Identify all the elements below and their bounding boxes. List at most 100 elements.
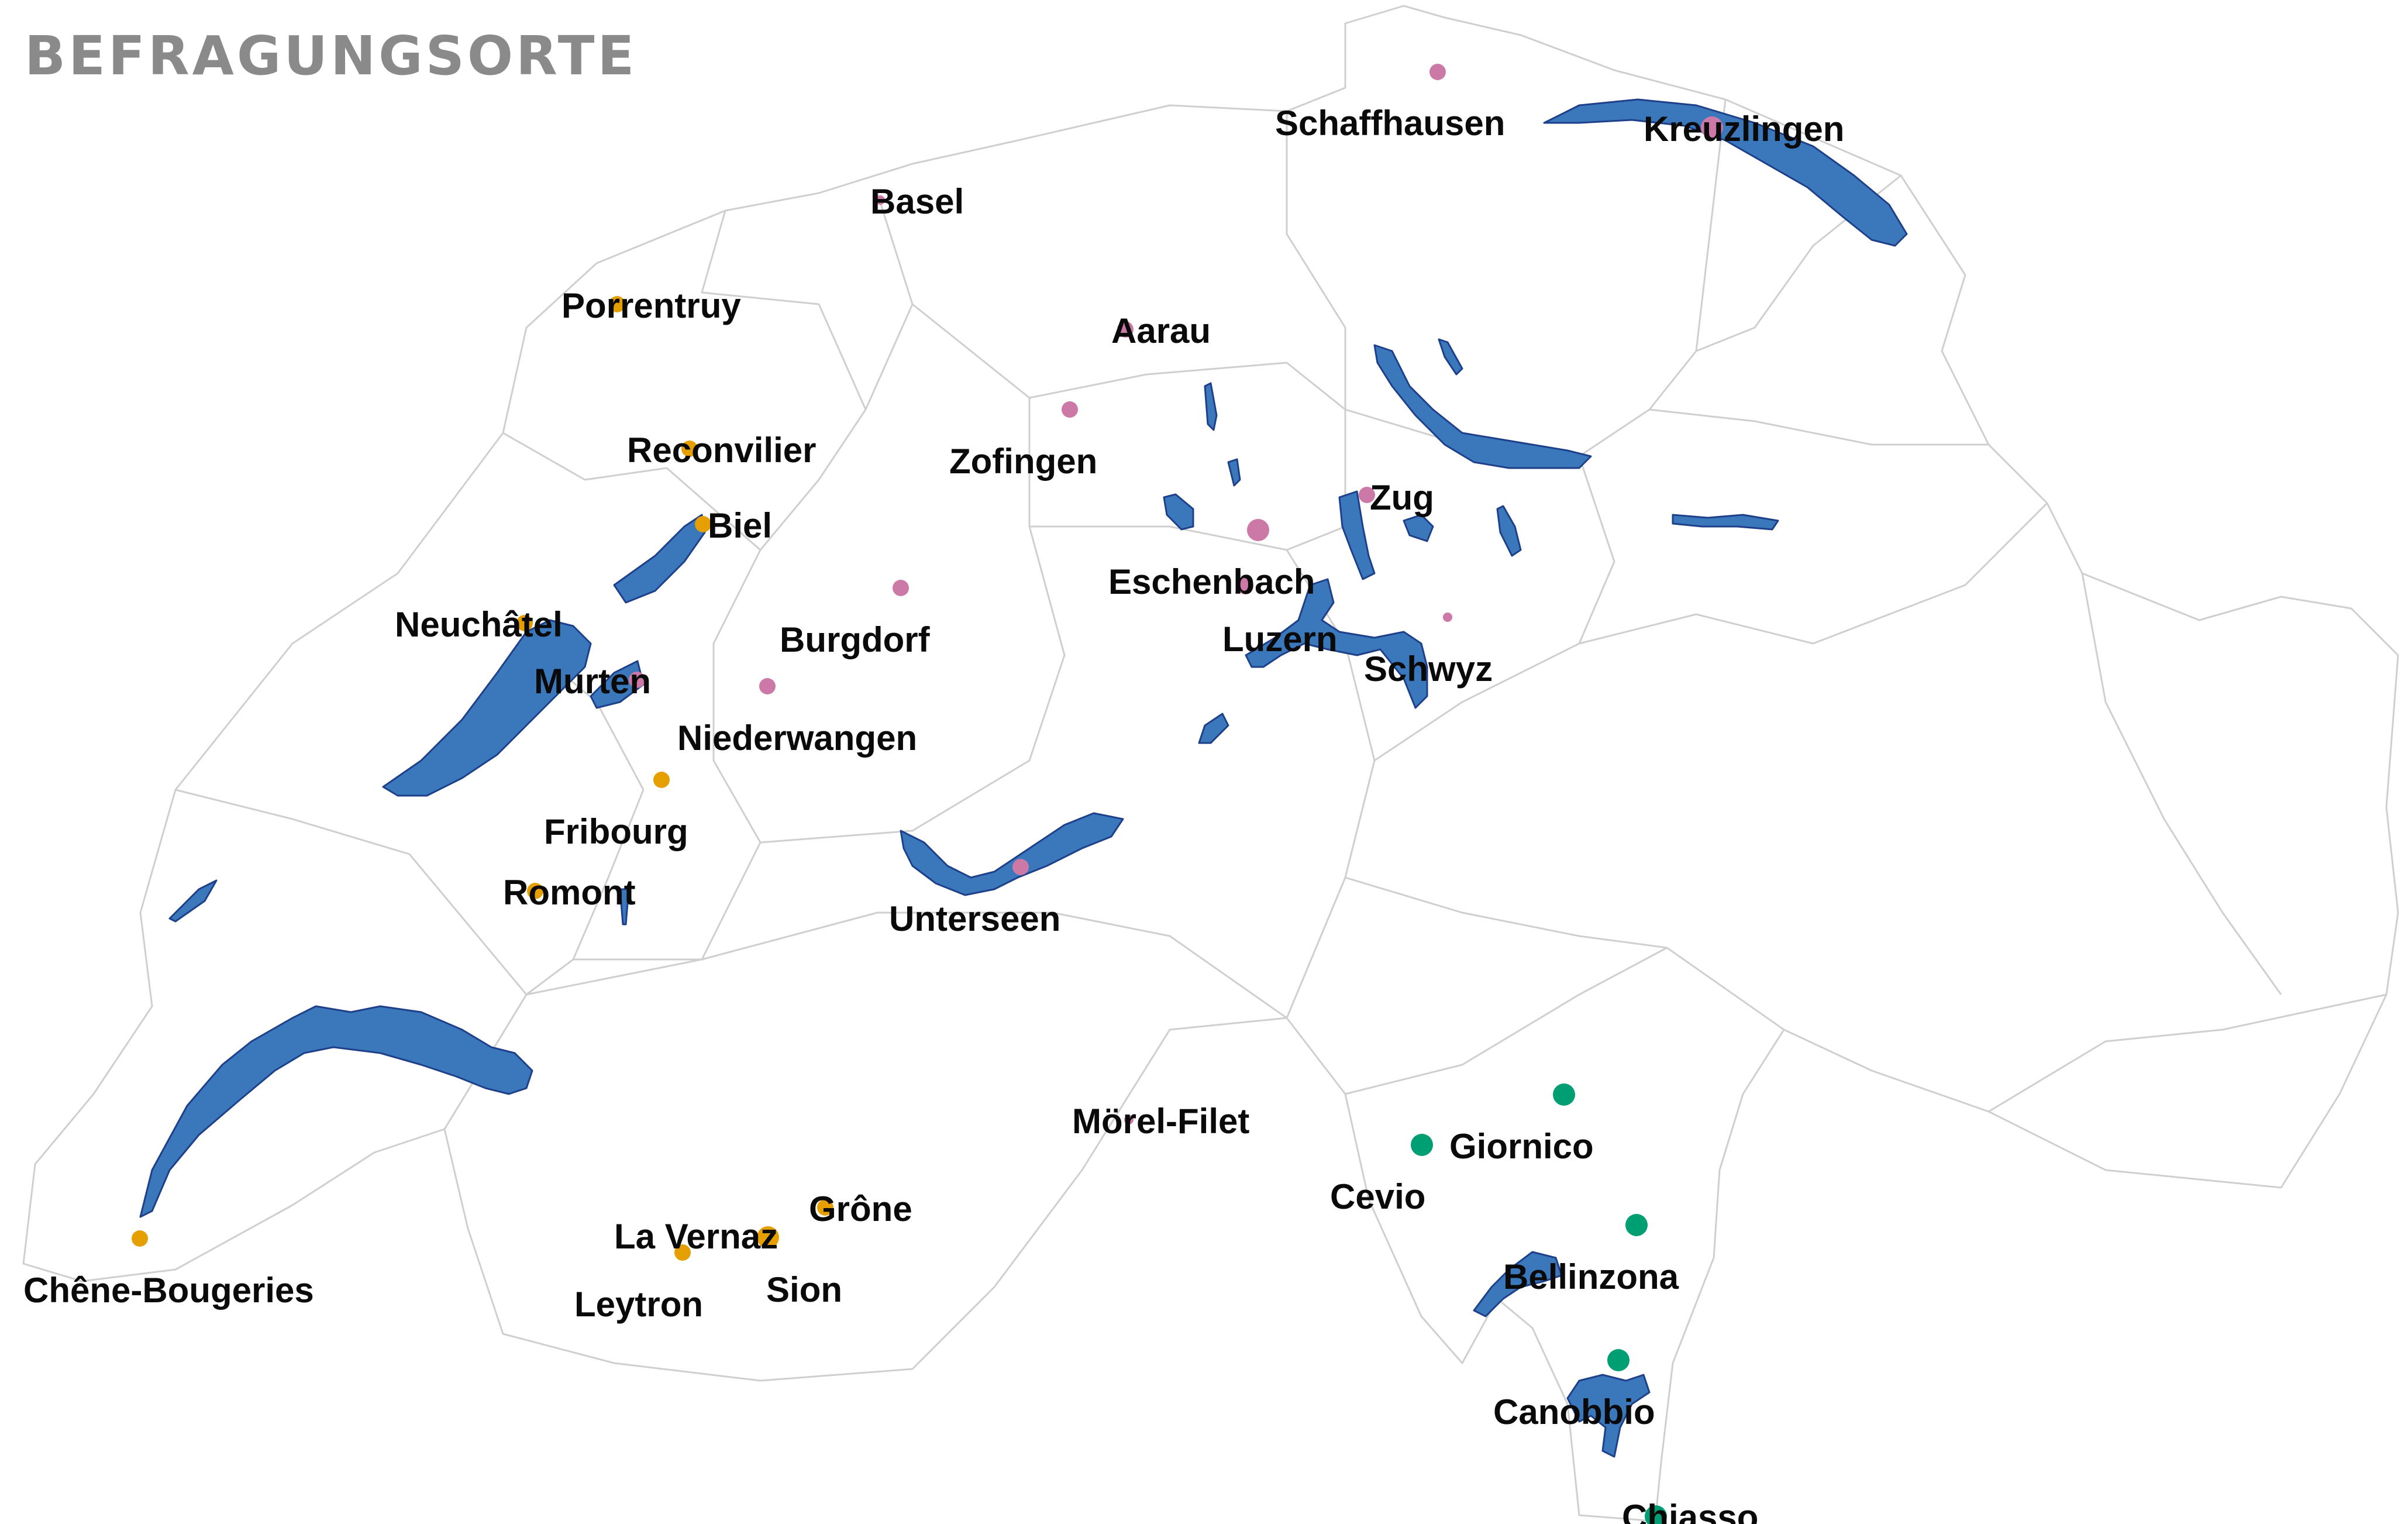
marker-bellinzona bbox=[1625, 1214, 1648, 1236]
marker-luzern bbox=[1237, 578, 1253, 594]
marker-cevio bbox=[1411, 1134, 1433, 1156]
label-aarau: Aarau bbox=[1111, 311, 1211, 350]
label-schwyz: Schwyz bbox=[1364, 649, 1493, 689]
marker-biel bbox=[695, 516, 711, 532]
label-giornico: Giornico bbox=[1449, 1127, 1594, 1166]
lake-zurich bbox=[1373, 344, 1592, 469]
label-romont: Romont bbox=[503, 873, 636, 912]
lake-neuchatel bbox=[382, 619, 592, 797]
marker-romont bbox=[527, 883, 543, 899]
canton-border bbox=[760, 192, 1066, 844]
marker-chene-bougeries bbox=[132, 1230, 148, 1247]
canton-border bbox=[175, 789, 528, 1130]
map-title: BEFRAGUNGSORTE bbox=[25, 25, 638, 87]
label-kreuzlingen: Kreuzlingen bbox=[1644, 109, 1844, 149]
canton-border bbox=[1029, 362, 1346, 551]
marker-burgdorf bbox=[893, 580, 909, 596]
label-morel-filet: Mörel-Filet bbox=[1072, 1102, 1249, 1141]
label-luzern: Luzern bbox=[1222, 620, 1338, 659]
marker-zug bbox=[1359, 487, 1375, 503]
canton-borders bbox=[22, 5, 2399, 1522]
canton-border bbox=[712, 304, 914, 843]
marker-basel bbox=[876, 195, 885, 205]
lake-constance bbox=[1543, 98, 1908, 247]
canton-border bbox=[701, 210, 867, 410]
place-labels: Schaffhausen KreuzlingenBaselPorrentruyAa… bbox=[23, 104, 1844, 1524]
canton-border bbox=[526, 911, 1287, 1019]
marker-eschenbach bbox=[1247, 519, 1269, 541]
label-basel: Basel bbox=[870, 182, 964, 221]
marker-chiasso bbox=[1645, 1505, 1667, 1524]
country-outline bbox=[22, 5, 2399, 1522]
canton-border bbox=[1578, 456, 1615, 644]
label-porrentruy: Porrentruy bbox=[561, 286, 741, 325]
label-fribourg: Fribourg bbox=[544, 812, 688, 851]
marker-unterseen bbox=[1012, 859, 1029, 875]
label-burgdorf: Burgdorf bbox=[780, 620, 931, 659]
marker-grone bbox=[817, 1199, 833, 1216]
marker-zofingen bbox=[1062, 401, 1078, 418]
label-unterseen: Unterseen bbox=[889, 899, 1060, 938]
lake-thun-brienz bbox=[900, 812, 1124, 896]
canton-border bbox=[1345, 947, 1785, 1095]
marker-niederwangen bbox=[759, 678, 776, 694]
label-eschenbach: Eschenbach bbox=[1108, 562, 1315, 601]
marker-sion bbox=[757, 1226, 779, 1248]
survey-markers bbox=[132, 64, 1723, 1524]
label-canobbio: Canobbio bbox=[1493, 1392, 1655, 1432]
label-murten: Murten bbox=[534, 662, 651, 701]
canton-border bbox=[526, 642, 645, 996]
marker-schaffhausen bbox=[1429, 64, 1446, 80]
marker-canobbio bbox=[1607, 1349, 1630, 1371]
lake-joux bbox=[168, 879, 218, 923]
label-schaffhausen: Schaffhausen bbox=[1275, 104, 1505, 143]
label-chiasso: Chiasso bbox=[1622, 1498, 1758, 1524]
marker-giornico bbox=[1553, 1083, 1575, 1106]
marker-reconvilier bbox=[681, 441, 698, 457]
label-neuchatel: Neuchâtel bbox=[395, 605, 563, 644]
lake-lugano bbox=[1566, 1374, 1651, 1458]
marker-leytron bbox=[674, 1244, 691, 1261]
lake-walen bbox=[1672, 514, 1779, 531]
canton-border bbox=[1649, 408, 1989, 446]
canton-border bbox=[2081, 573, 2282, 995]
label-reconvilier: Reconvilier bbox=[627, 431, 816, 470]
lake-sempach bbox=[1163, 493, 1194, 531]
marker-murten bbox=[629, 672, 645, 688]
label-la-vernaz: La Vernaz bbox=[614, 1217, 778, 1256]
lake-hallwil bbox=[1204, 382, 1218, 431]
lake-biel bbox=[613, 514, 706, 604]
canton-border bbox=[502, 432, 761, 551]
marker-fribourg bbox=[653, 772, 670, 788]
marker-schwyz bbox=[1443, 613, 1452, 622]
lake-gruyere bbox=[619, 888, 630, 926]
label-sion: Sion bbox=[766, 1270, 842, 1309]
lake-lucerne bbox=[1245, 578, 1428, 709]
lake-geneva bbox=[139, 1005, 533, 1218]
lake-sarnen bbox=[1198, 713, 1229, 744]
label-zofingen: Zofingen bbox=[949, 442, 1097, 481]
marker-aarau bbox=[1117, 321, 1134, 338]
lake-zug bbox=[1338, 490, 1376, 580]
label-leytron: Leytron bbox=[574, 1285, 703, 1324]
marker-kreuzlingen bbox=[1701, 116, 1723, 139]
canton-border bbox=[1988, 993, 2387, 1113]
canton-border bbox=[1374, 502, 2048, 762]
lake-greifen bbox=[1438, 338, 1463, 376]
canton-border bbox=[1345, 876, 1668, 949]
marker-porrentruy bbox=[609, 296, 625, 312]
label-niederwangen: Niederwangen bbox=[677, 718, 917, 758]
label-biel: Biel bbox=[708, 506, 772, 545]
lake-baldegg bbox=[1227, 458, 1241, 487]
label-chene-bougeries: Chêne-Bougeries bbox=[23, 1271, 314, 1310]
label-cevio: Cevio bbox=[1330, 1177, 1425, 1216]
lakes bbox=[139, 98, 1908, 1458]
marker-morel-filet bbox=[1124, 1115, 1134, 1124]
marker-neuchatel bbox=[516, 615, 533, 631]
lake-sihl bbox=[1496, 505, 1522, 557]
label-grone: Grône bbox=[809, 1189, 912, 1229]
label-bellinzona: Bellinzona bbox=[1503, 1257, 1679, 1296]
lake-maggiore bbox=[1473, 1251, 1563, 1317]
